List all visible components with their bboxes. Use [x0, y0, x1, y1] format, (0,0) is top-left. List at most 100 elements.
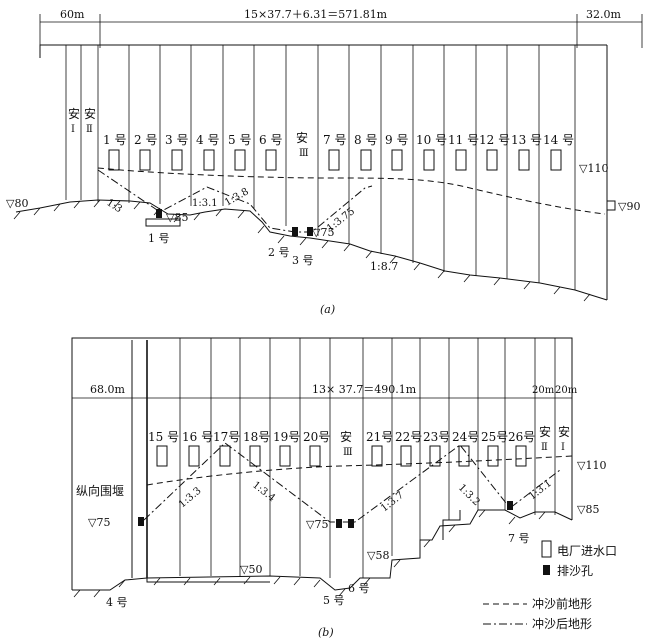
sediment-block	[145, 218, 181, 227]
svg-text:2 号: 2 号	[268, 246, 290, 259]
svg-text:25号: 25号	[481, 430, 508, 444]
svg-text:22号: 22号	[395, 430, 422, 444]
svg-text:▽90: ▽90	[618, 200, 640, 213]
svg-text:1:3.4: 1:3.4	[250, 480, 277, 504]
svg-text:Ⅱ: Ⅱ	[86, 124, 93, 135]
sand-hole	[156, 209, 162, 218]
svg-text:安: 安	[68, 106, 80, 121]
svg-text:5 号: 5 号	[228, 133, 251, 147]
ground-line-b	[72, 509, 573, 591]
svg-text:▽75: ▽75	[306, 518, 328, 531]
sand-hole	[292, 227, 298, 236]
svg-text:19号: 19号	[273, 430, 300, 444]
legend-before: 冲沙前地形	[532, 596, 592, 611]
unit-labels-a: 安 Ⅰ 安 Ⅱ 1 号 2 号 3 号 4 号 5 号 6 号 安 Ⅲ 7 号 …	[68, 106, 574, 159]
svg-text:▽110: ▽110	[579, 162, 608, 175]
svg-text:▽58: ▽58	[367, 549, 389, 562]
svg-text:9 号: 9 号	[385, 133, 408, 147]
svg-text:安: 安	[539, 424, 551, 439]
intake-rects-b	[156, 445, 527, 467]
svg-text:1:3.8: 1:3.8	[223, 186, 251, 208]
svg-text:▽85: ▽85	[166, 211, 188, 224]
svg-text:23号: 23号	[423, 430, 450, 444]
svg-text:▽85: ▽85	[577, 503, 599, 516]
svg-text:Ⅲ: Ⅲ	[299, 148, 309, 159]
legend-sand-hole: 排沙孔	[557, 564, 593, 578]
svg-text:21号: 21号	[366, 430, 393, 444]
svg-text:Ⅱ: Ⅱ	[541, 442, 548, 453]
sand-hole	[138, 517, 144, 526]
svg-text:▽80: ▽80	[6, 197, 28, 210]
sand-hole-legend-icon	[543, 565, 550, 575]
svg-text:1:8.7: 1:8.7	[370, 260, 398, 273]
dim-main-a: 15×37.7＋6.31＝571.81m	[244, 8, 388, 21]
ground-hatch-b	[73, 509, 546, 598]
svg-text:16 号: 16 号	[182, 430, 213, 444]
svg-text:▽110: ▽110	[577, 459, 606, 472]
terrain-after-a	[97, 169, 373, 233]
svg-text:安: 安	[558, 424, 570, 439]
svg-text:6 号: 6 号	[348, 582, 370, 595]
intake-legend-icon	[541, 540, 552, 558]
svg-text:7 号: 7 号	[323, 133, 346, 147]
svg-text:Ⅰ: Ⅰ	[71, 124, 75, 135]
intake-rect-legend-small	[606, 200, 616, 211]
terrain-before-a	[97, 167, 606, 215]
svg-text:10 号: 10 号	[416, 133, 447, 147]
sand-hole	[507, 501, 513, 510]
svg-text:1:3.3: 1:3.3	[177, 485, 204, 510]
svg-text:安: 安	[340, 429, 352, 444]
svg-text:1:3.1: 1:3.1	[527, 478, 554, 502]
svg-text:20号: 20号	[303, 430, 330, 444]
svg-text:14 号: 14 号	[543, 133, 574, 147]
intake-rects-a	[108, 149, 562, 171]
sand-hole	[336, 519, 342, 528]
sand-hole	[348, 519, 354, 528]
dim-right-a: 32.0m	[586, 8, 621, 21]
svg-text:安: 安	[84, 106, 96, 121]
svg-text:1 号: 1 号	[103, 133, 126, 147]
svg-text:8 号: 8 号	[354, 133, 377, 147]
svg-text:11 号: 11 号	[448, 133, 479, 147]
caption-b: (b)	[318, 626, 334, 639]
svg-text:18号: 18号	[243, 430, 270, 444]
diagram-b: 68.0m 13× 37.7＝490.1m 20m 20m 纵向围堰	[71, 337, 606, 639]
svg-text:▽50: ▽50	[240, 563, 262, 576]
legend: 电厂进水口 排沙孔 冲沙前地形 冲沙后地形	[483, 540, 617, 631]
svg-text:68.0m: 68.0m	[90, 383, 125, 396]
block-lines-a	[65, 45, 576, 290]
svg-text:3 号: 3 号	[165, 133, 188, 147]
dam-crest-a	[39, 44, 607, 58]
svg-text:▽75: ▽75	[88, 516, 110, 529]
unit-labels-b: 15 号 16 号 17号 18号 19号 20号 安 Ⅲ 21号 22号 23…	[148, 424, 570, 458]
svg-text:7 号: 7 号	[508, 532, 530, 545]
terrain-after-b	[143, 442, 561, 523]
svg-text:4 号: 4 号	[196, 133, 219, 147]
svg-text:4 号: 4 号	[106, 596, 128, 609]
svg-text:13 号: 13 号	[511, 133, 542, 147]
svg-text:20m: 20m	[532, 385, 555, 396]
sand-hole	[307, 227, 313, 236]
svg-text:1:3.1: 1:3.1	[192, 198, 218, 209]
svg-text:▽75: ▽75	[312, 226, 334, 239]
svg-text:3 号: 3 号	[292, 254, 314, 267]
svg-text:17号: 17号	[213, 430, 240, 444]
svg-text:26号: 26号	[508, 430, 535, 444]
svg-text:2 号: 2 号	[134, 133, 157, 147]
svg-text:Ⅲ: Ⅲ	[343, 447, 353, 458]
ground-hatch-a	[13, 199, 591, 302]
cofferdam-label: 纵向围堰	[76, 483, 124, 498]
terrain-before-b	[146, 455, 573, 486]
svg-text:Ⅰ: Ⅰ	[561, 442, 565, 453]
svg-text:15 号: 15 号	[148, 430, 179, 444]
svg-text:6 号: 6 号	[259, 133, 282, 147]
svg-text:5 号: 5 号	[323, 594, 345, 607]
svg-text:安: 安	[296, 130, 308, 145]
svg-text:12 号: 12 号	[479, 133, 510, 147]
svg-text:1:3.7: 1:3.7	[379, 490, 406, 514]
svg-text:13× 37.7＝490.1m: 13× 37.7＝490.1m	[312, 383, 417, 396]
legend-intake: 电厂进水口	[557, 544, 617, 558]
block-lines-b	[179, 338, 556, 578]
